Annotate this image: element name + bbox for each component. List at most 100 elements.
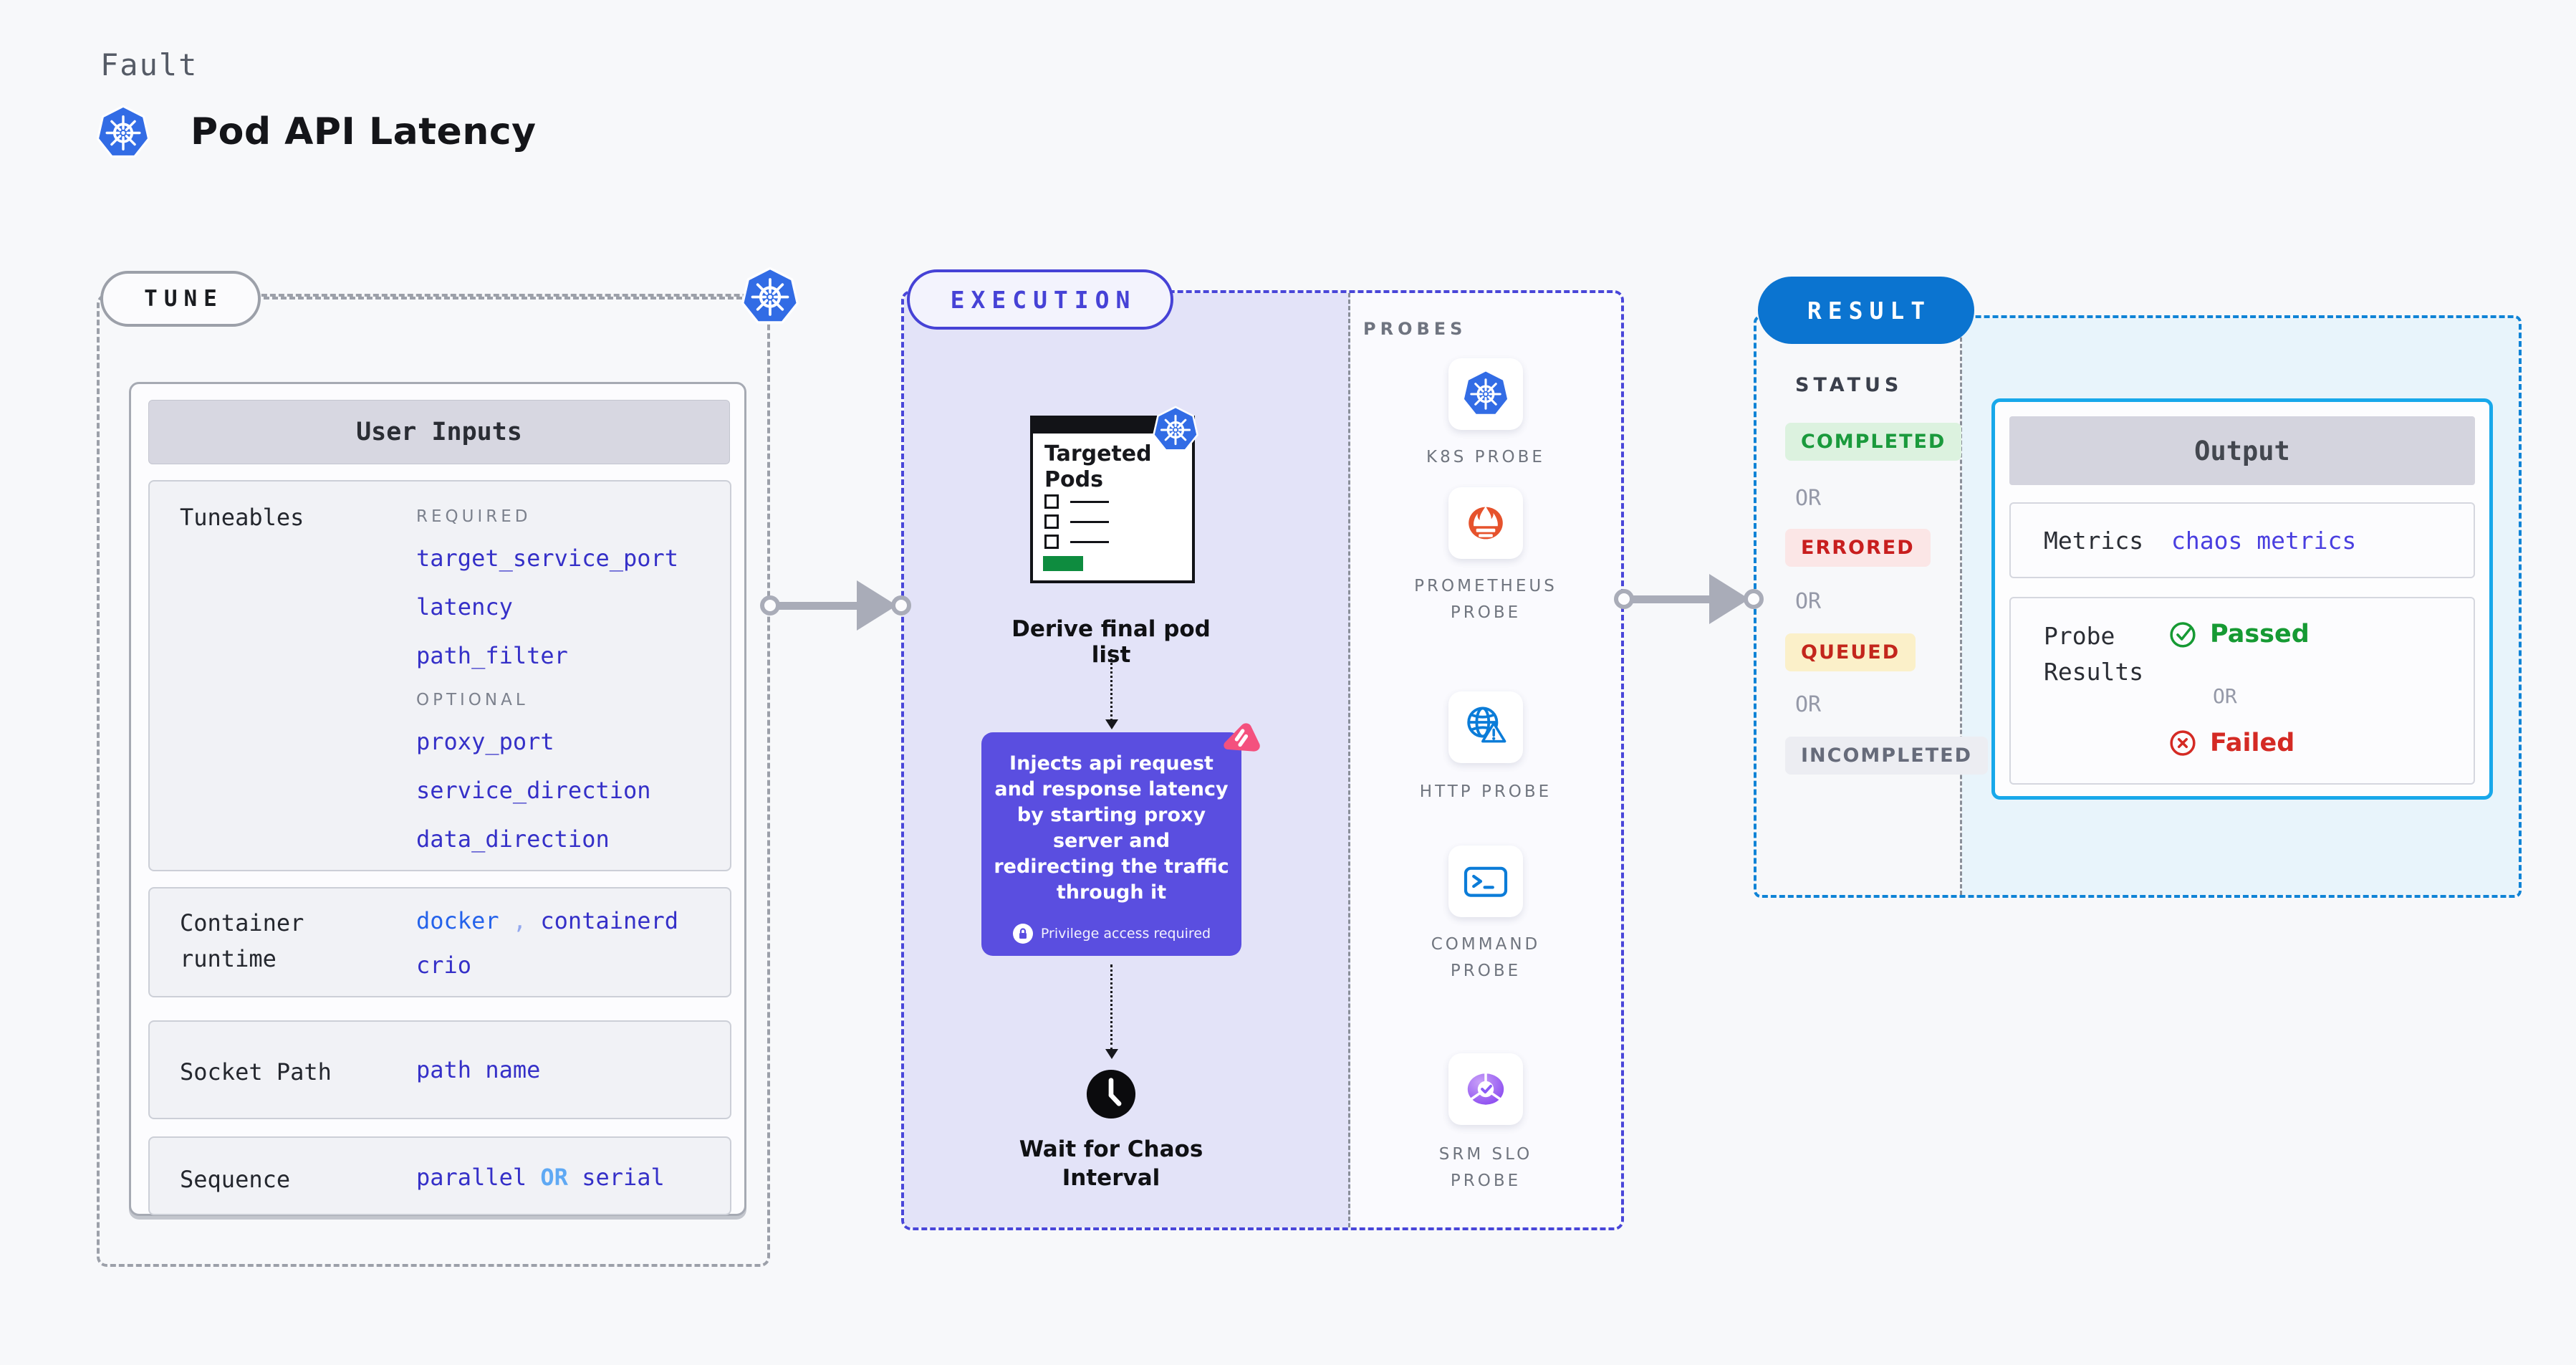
sequence-parallel: parallel [416,1164,527,1191]
socket-path-row: Socket Path path name [148,1020,731,1119]
checkbox-icon [1044,514,1059,529]
verdict-passed: Passed [2167,618,2310,650]
tune-pill: TUNE [100,271,261,327]
check-circle-icon [2167,618,2198,650]
metrics-label: Metrics [2044,527,2144,555]
privilege-note-text: Privilege access required [1040,926,1211,942]
tune-section-box [97,294,770,1267]
optional-label: OPTIONAL [416,691,529,709]
tuneable-optional: service_direction [416,777,651,804]
runtime-containerd: containerd [540,907,679,934]
chaos-logo-icon [1213,718,1268,772]
user-inputs-header: User Inputs [148,400,730,464]
probe-card-http [1448,691,1523,763]
arrow-head [1709,574,1749,624]
probe-card-prometheus [1448,487,1523,559]
list-line [1070,520,1109,523]
fault-kicker: Fault [100,47,198,82]
derive-pod-list-label: Derive final pod list [1011,616,1211,668]
result-divider [1960,318,1962,895]
connector-dot [760,595,780,616]
pod-list-item [1044,494,1109,509]
tuneables-row: Tuneables REQUIRED target_service_port l… [148,480,731,871]
failed-label: Failed [2210,729,2295,757]
flow-arrowhead [1105,1049,1118,1059]
targeted-pods-document: Targeted Pods [1030,416,1195,583]
probe-label: PROMETHEUS PROBE [1414,577,1557,622]
container-runtime-label: Container runtime [180,909,304,972]
probe-card-srm-slo [1448,1053,1523,1125]
tuneable-required: target_service_port [416,545,679,572]
probes-panel: PROBES K8S PROBE PROMETHEUS PROBE HTTP P… [1347,290,1624,1230]
flow-arrowhead [1105,719,1118,729]
status-badge-errored: ERRORED [1785,529,1931,567]
probe-label: HTTP PROBE [1419,782,1552,801]
user-inputs-card: User Inputs Tuneables REQUIRED target_se… [129,382,746,1216]
connector-dot [891,595,911,616]
targeted-pods-title: Targeted Pods [1044,441,1152,492]
clock-icon [1085,1068,1138,1121]
sequence-label: Sequence [180,1166,291,1193]
wait-chaos-interval-label: Wait for Chaos Interval [1019,1136,1203,1192]
status-badge-completed: COMPLETED [1785,423,1962,461]
prometheus-icon [1461,498,1511,548]
metrics-row: Metrics chaos metrics [2009,502,2475,578]
status-title: STATUS [1795,374,1903,396]
status-badge-queued: QUEUED [1785,633,1916,671]
globe-warning-icon [1461,702,1511,752]
container-runtime-values: docker , containerd [416,907,678,934]
inject-description-box: Injects api request and response latency… [981,732,1241,956]
list-line [1070,500,1109,503]
runtime-separator: , [512,907,527,934]
required-label: REQUIRED [416,507,532,526]
arrow-line [777,602,867,610]
sequence-or: OR [540,1164,568,1191]
execution-pill: EXECUTION [907,269,1173,330]
sequence-serial: serial [582,1164,665,1191]
sequence-values: parallel OR serial [416,1164,665,1191]
or-label: OR [2213,684,2237,708]
connector-dot [1614,589,1634,609]
runtime-crio: crio [416,952,472,979]
arrow-line [1631,595,1721,603]
verdict-failed: Failed [2167,727,2294,759]
flow-connector [1110,649,1112,721]
flow-connector [1110,964,1112,1050]
pod-list-item [1044,535,1109,549]
probe-results-row: Probe Results Passed OR Failed [2009,597,2475,785]
probe-label: K8S PROBE [1426,448,1545,466]
checkbox-icon [1044,494,1059,509]
probes-divider [1348,293,1350,1227]
probe-label: COMMAND PROBE [1431,935,1541,980]
status-badge-incompleted: INCOMPLETED [1785,737,1988,775]
selection-bar [1043,556,1083,571]
kubernetes-icon [96,105,150,161]
container-runtime-row: Container runtime docker , containerd cr… [148,887,731,997]
sequence-row: Sequence parallel OR serial [148,1136,731,1215]
lock-icon [1012,923,1034,944]
probe-card-command [1448,846,1523,917]
socket-path-value: path name [416,1056,541,1083]
tuneable-required: path_filter [416,642,568,669]
document-top-bar [1032,418,1194,434]
tune-connector-dash [264,297,742,300]
kubernetes-icon [1461,369,1511,419]
output-header: Output [2009,416,2475,485]
privilege-note: Privilege access required [981,923,1241,944]
or-label: OR [1795,486,1822,511]
or-label: OR [1795,589,1822,614]
kubernetes-icon [741,267,799,327]
probe-label: SRM SLO PROBE [1438,1145,1533,1190]
passed-label: Passed [2210,620,2310,648]
pod-list-item [1044,514,1109,529]
arrow-head [857,580,897,631]
runtime-docker: docker [416,907,499,934]
checkbox-icon [1044,535,1059,549]
status-column: STATUS COMPLETED OR ERRORED OR QUEUED OR… [1754,315,1988,898]
page-title: Pod API Latency [191,110,537,153]
connector-dot [1744,589,1764,609]
list-line [1070,540,1109,543]
socket-path-label: Socket Path [180,1058,332,1086]
probe-card-k8s [1448,358,1523,430]
